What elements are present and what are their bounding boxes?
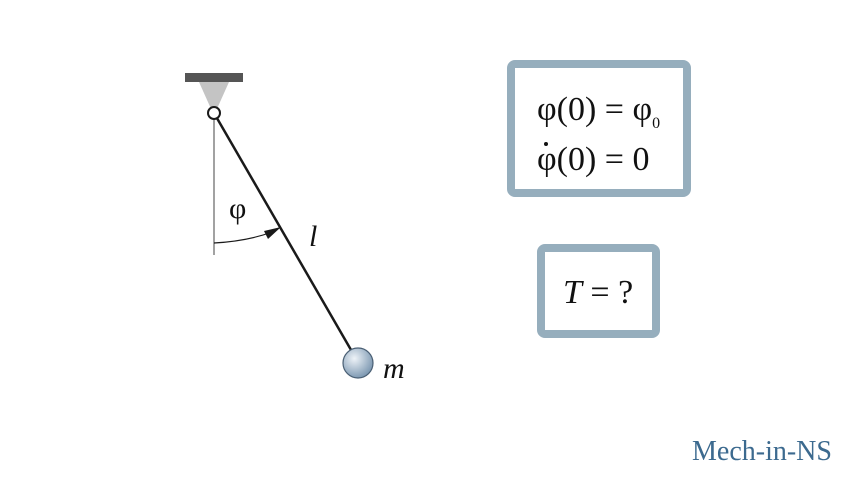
initial-angle-equation: φ(0) = φ0 [537,90,660,136]
angular-velocity-arg: (0) [556,141,597,178]
pendulum-rod [212,112,360,363]
period-symbol: T [563,274,582,311]
watermark-text: Mech-in-NS [692,436,832,467]
period-equals: = [590,274,610,311]
initial-angle-equals: = [604,91,624,128]
initial-angle-lhs: φ(0) [537,91,597,128]
period-question-box: T = ? [537,244,660,338]
initial-angle-rhs: φ [632,91,653,128]
angular-velocity-var: φ [537,141,557,178]
angle-label: φ [229,192,246,225]
initial-velocity-rhs: 0 [632,141,650,178]
angle-arc [213,231,273,244]
support-cone [199,82,229,111]
initial-velocity-equation: φ(0) = 0 [537,140,649,180]
length-label: l [309,220,317,253]
pivot-joint [207,106,221,120]
initial-conditions-box: φ(0) = φ0 φ(0) = 0 [507,60,691,197]
angular-velocity-symbol: φ [537,140,557,180]
period-question-equation: T = ? [563,273,633,313]
period-unknown: ? [618,274,634,311]
ceiling-support [185,73,243,82]
angle-arrowhead [264,227,281,239]
pendulum-bob [342,347,374,379]
initial-angle-subscript: 0 [652,115,661,132]
time-derivative-dot [544,142,548,146]
initial-velocity-equals: = [604,141,624,178]
mass-label: m [383,352,405,385]
